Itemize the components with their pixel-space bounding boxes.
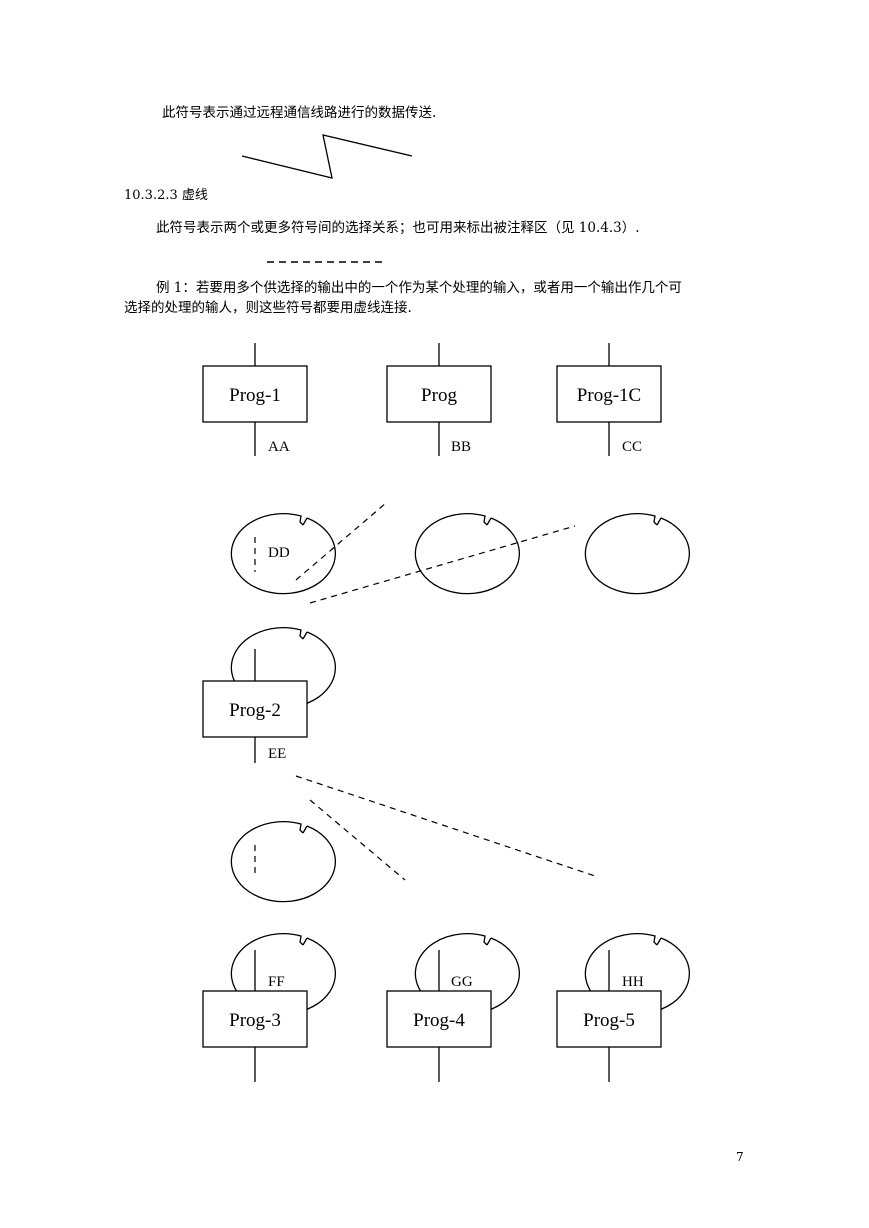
process-box-prog3 <box>202 990 308 1048</box>
process-label: Prog-1C <box>577 385 641 406</box>
process-box-prog <box>386 365 492 423</box>
dashed-connections <box>254 502 599 881</box>
connector-label: FF <box>268 974 285 990</box>
connector-label: DD <box>268 545 290 561</box>
process-boxes <box>202 365 662 1048</box>
process-label: Prog-1 <box>229 385 281 406</box>
storage-symbol-cc <box>584 512 690 595</box>
example-line-2: 选择的处理的输人，则这些符号都要用虚线连接. <box>124 300 412 316</box>
connector-label: AA <box>268 439 290 455</box>
process-box-prog1c <box>556 365 662 423</box>
process-box-prog5 <box>556 990 662 1048</box>
connector-label: HH <box>622 974 644 990</box>
process-label: Prog-4 <box>413 1010 465 1031</box>
section-heading: 10.3.2.3 虚线 <box>124 188 208 203</box>
process-label: Prog-3 <box>229 1010 281 1031</box>
process-box-prog4 <box>386 990 492 1048</box>
storage-symbol-bb <box>414 512 520 595</box>
connector-label: GG <box>451 974 473 990</box>
paragraph-comm-link: 此符号表示通过远程通信线路进行的数据传送. <box>162 105 437 121</box>
storage-symbols <box>230 512 690 1015</box>
example-line-1: 例 1：若要用多个供选择的输出中的一个作为某个处理的输入，或者用一个输出作几个可 <box>156 280 682 296</box>
connector-label: BB <box>451 439 471 455</box>
paragraph-dashed-line: 此符号表示两个或更多符号间的选择关系；也可用来标出被注释区（见 10.4.3）. <box>156 220 640 236</box>
process-label: Prog <box>421 385 457 406</box>
solid-connections <box>254 343 610 1082</box>
connector-label: CC <box>622 439 642 455</box>
process-box-prog2 <box>202 680 308 738</box>
storage-symbol-aa <box>230 512 336 595</box>
process-label: Prog-5 <box>583 1010 635 1031</box>
page-number: 7 <box>736 1150 744 1164</box>
process-box-prog1 <box>202 365 308 423</box>
connector-label: EE <box>268 746 286 762</box>
storage-symbol-ee <box>230 820 336 903</box>
process-label: Prog-2 <box>229 700 281 721</box>
comm-link-symbol <box>241 134 413 179</box>
